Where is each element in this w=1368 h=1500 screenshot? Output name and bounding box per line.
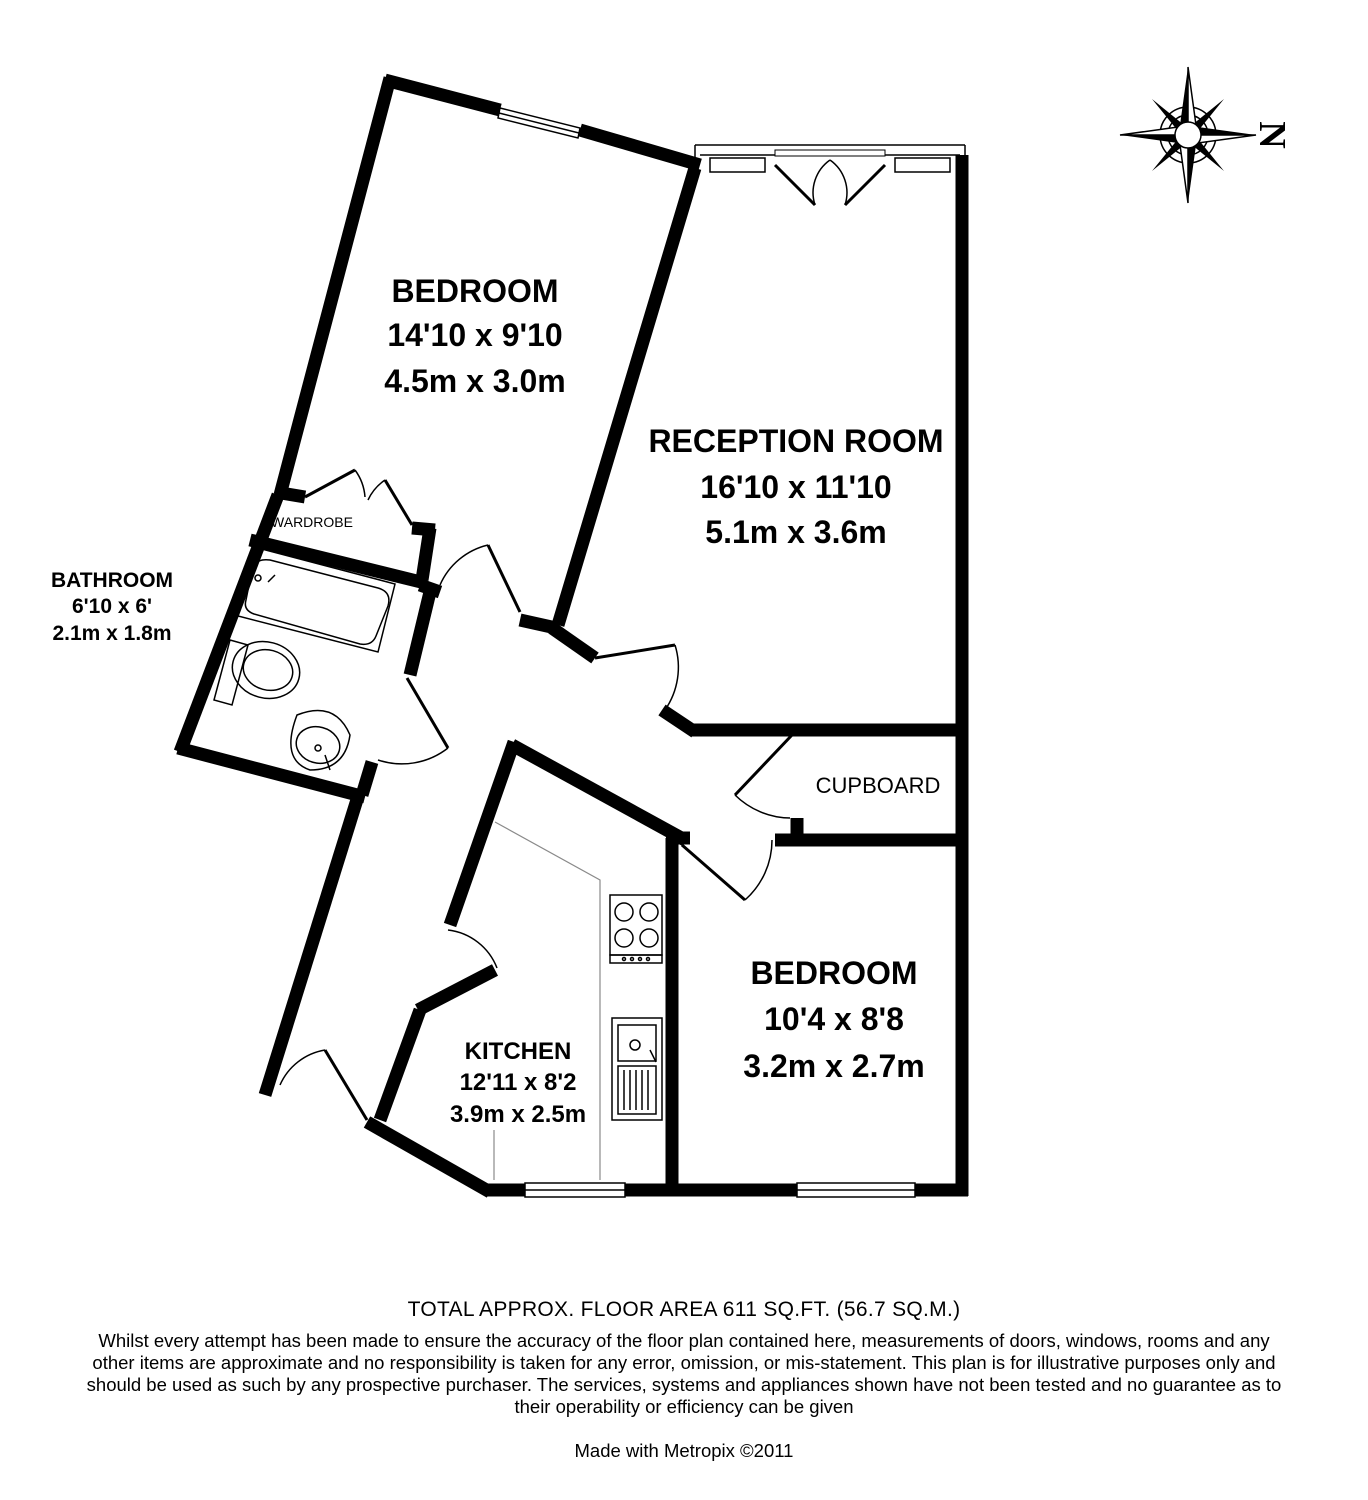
room-dimensions-imperial: 10'4 x 8'8	[764, 1001, 904, 1037]
windows	[497, 107, 916, 1198]
room-dimensions-metric: 5.1m x 3.6m	[705, 514, 886, 550]
room-dimensions-imperial: 6'10 x 6'	[72, 595, 152, 618]
room-kitchen: KITCHEN 12'11 x 8'2 3.9m x 2.5m	[450, 1038, 586, 1128]
room-dimensions-imperial: 12'11 x 8'2	[460, 1069, 577, 1096]
room-dimensions-metric: 3.9m x 2.5m	[450, 1101, 586, 1128]
room-dimensions-imperial: 14'10 x 9'10	[387, 317, 562, 353]
room-bedroom-1: BEDROOM 14'10 x 9'10 4.5m x 3.0m	[384, 273, 565, 399]
kitchen-worktop	[493, 821, 601, 1180]
room-bathroom: BATHROOM 6'10 x 6' 2.1m x 1.8m	[51, 569, 173, 645]
room-name: KITCHEN	[465, 1038, 572, 1065]
total-floor-area: TOTAL APPROX. FLOOR AREA 611 SQ.FT. (56.…	[407, 1298, 961, 1321]
doors	[279, 159, 887, 1121]
room-wardrobe: WARDROBE	[271, 514, 353, 530]
room-bedroom-2: BEDROOM 10'4 x 8'8 3.2m x 2.7m	[743, 955, 924, 1084]
compass-label: N	[1251, 121, 1293, 148]
compass-rose-icon	[1119, 66, 1257, 204]
toilet-icon	[213, 639, 301, 706]
room-dimensions-metric: 3.2m x 2.7m	[743, 1048, 924, 1084]
walls	[173, 73, 969, 1198]
room-dimensions-metric: 2.1m x 1.8m	[52, 622, 171, 645]
room-name: RECEPTION ROOM	[648, 423, 943, 459]
reception-glazing	[694, 144, 966, 173]
disclaimer-text: Whilst every attempt has been made to en…	[86, 1330, 1282, 1417]
bathtub-icon	[237, 547, 396, 653]
room-dimensions-imperial: 16'10 x 11'10	[700, 469, 891, 505]
room-cupboard: CUPBOARD	[816, 773, 941, 798]
credit-text: Made with Metropix ©2011	[574, 1440, 794, 1461]
room-reception: RECEPTION ROOM 16'10 x 11'10 5.1m x 3.6m	[648, 423, 943, 550]
room-name: BEDROOM	[391, 273, 558, 309]
room-dimensions-metric: 4.5m x 3.0m	[384, 363, 565, 399]
hob-icon	[609, 894, 663, 964]
sink-icon	[290, 709, 351, 771]
kitchen-sink-icon	[611, 1017, 663, 1121]
room-name: BEDROOM	[750, 955, 917, 991]
room-name: BATHROOM	[51, 569, 173, 592]
